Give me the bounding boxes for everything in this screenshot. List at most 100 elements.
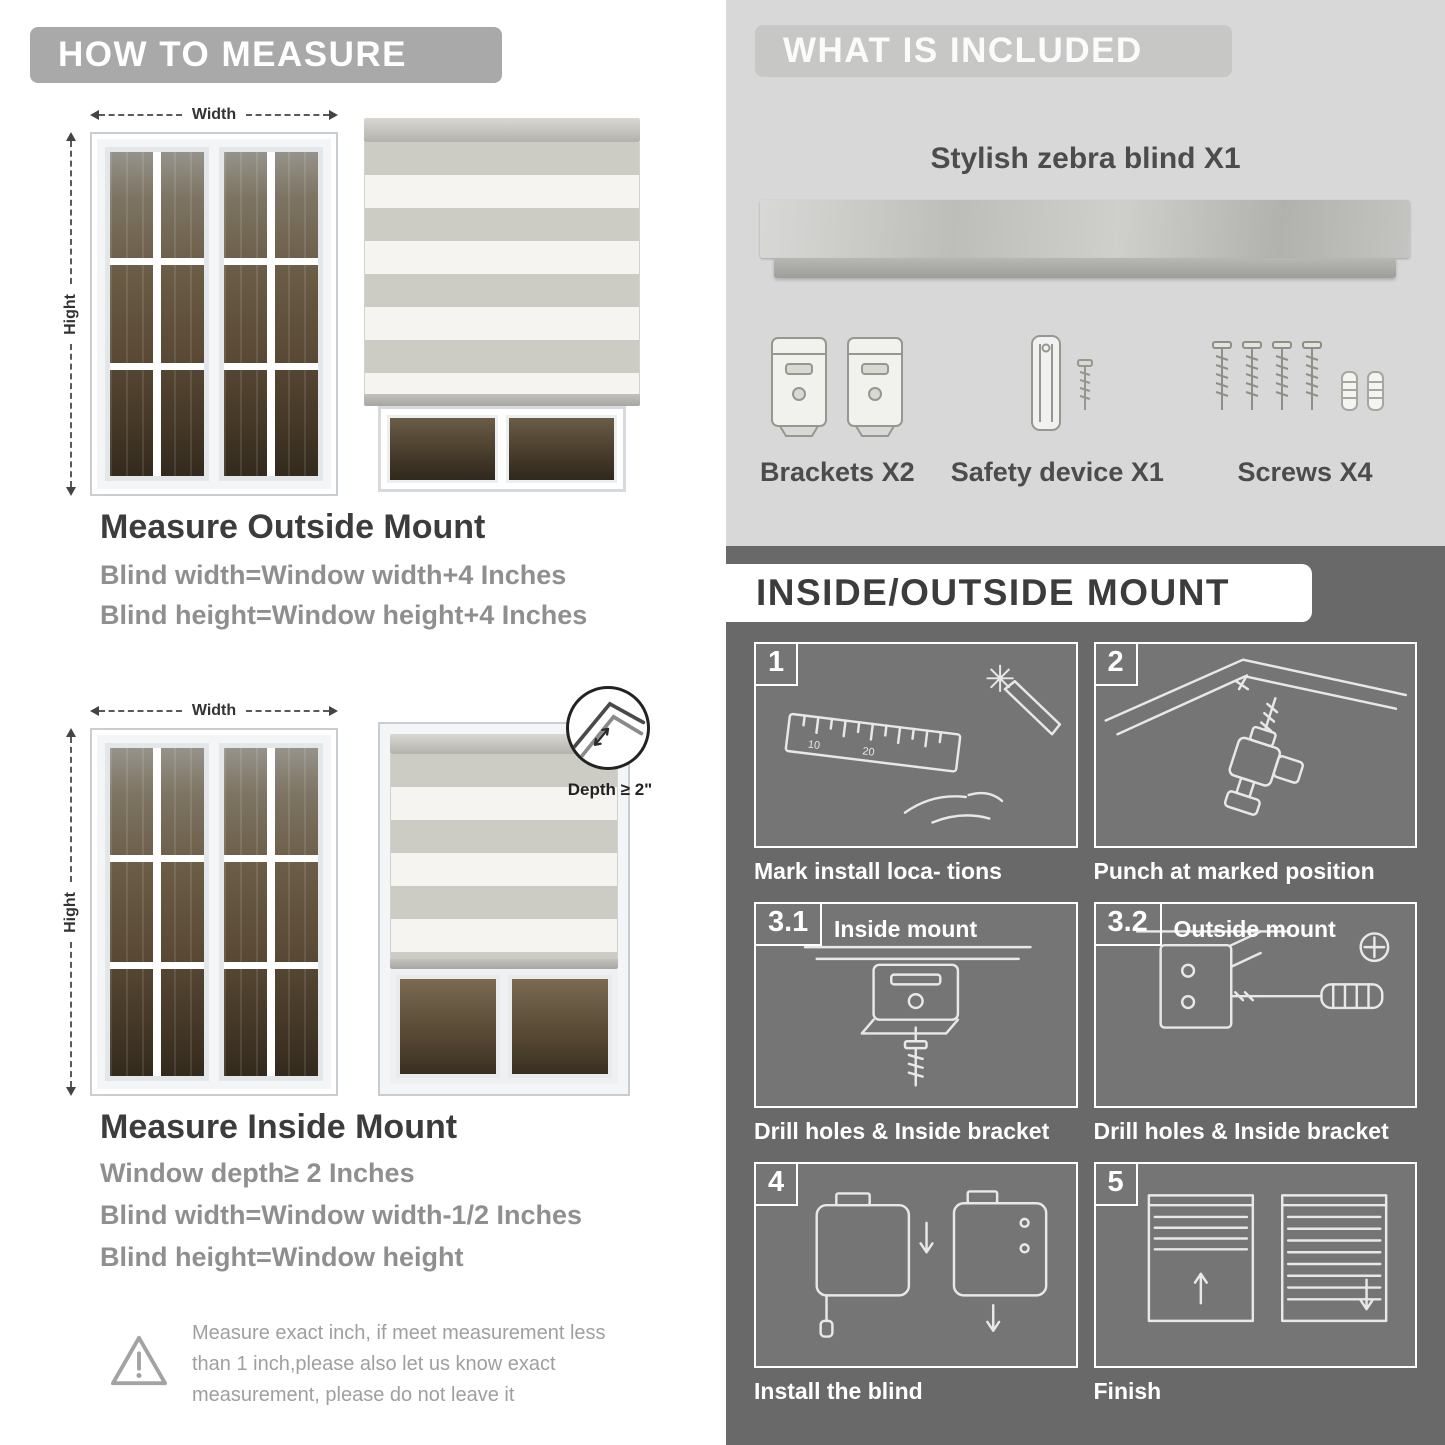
arrow-right-icon bbox=[329, 706, 338, 716]
step-number: 3.1 bbox=[756, 904, 823, 946]
step-caption: Drill holes & Inside bracket bbox=[1093, 1118, 1389, 1144]
step-caption: Install the blind bbox=[754, 1378, 923, 1404]
window-pane bbox=[506, 415, 617, 483]
step-4-panel: 4 bbox=[754, 1162, 1078, 1368]
arrow-down-icon bbox=[66, 487, 76, 496]
depth-detail-callout bbox=[566, 686, 650, 770]
arrow-up-icon bbox=[66, 132, 76, 141]
outside-formula-width: Blind width=Window width+4 Inches bbox=[100, 560, 567, 590]
window-pane bbox=[396, 975, 500, 1078]
zebra-blind-headrail-image bbox=[760, 200, 1410, 278]
inside-mount-blind-figure bbox=[378, 722, 630, 1096]
outside-mount-title: Measure Outside Mount bbox=[100, 508, 486, 546]
svg-text:10: 10 bbox=[807, 739, 820, 752]
window-below-blind bbox=[390, 969, 618, 1084]
window-illustration bbox=[90, 132, 338, 496]
width-label: Width bbox=[191, 702, 237, 719]
step-caption: Mark install loca- tions bbox=[754, 858, 1002, 884]
outside-formula-height: Blind height=Window height+4 Inches bbox=[100, 600, 588, 630]
window-corner-detail-icon bbox=[572, 701, 646, 758]
arrow-down-icon bbox=[66, 1087, 76, 1096]
step-5: 5 Fi bbox=[1093, 1162, 1417, 1406]
depth-callout-label: Depth ≥ 2" bbox=[567, 780, 653, 799]
mount-instructions-section: INSIDE/OUTSIDE MOUNT 1 bbox=[726, 546, 1445, 1445]
step-caption: Drill holes & Inside bracket bbox=[754, 1118, 1050, 1144]
step-number: 1 bbox=[756, 644, 799, 686]
height-label: Hight bbox=[62, 891, 79, 933]
step5-finish-illustration bbox=[1147, 1194, 1387, 1323]
blind-bottomrail bbox=[390, 959, 618, 969]
warning-text: Measure exact inch, if meet measurement … bbox=[192, 1322, 606, 1406]
step-caption: Punch at marked position bbox=[1093, 858, 1375, 884]
width-arrow: Width bbox=[90, 700, 338, 722]
included-item-screws: Screws X4 bbox=[1200, 330, 1410, 488]
step-4: 4 bbox=[754, 1162, 1078, 1406]
zebra-stripes bbox=[390, 754, 618, 959]
window-pane bbox=[508, 975, 612, 1078]
svg-text:20: 20 bbox=[862, 745, 875, 758]
window-sash bbox=[105, 743, 209, 1081]
step-caption: Finish bbox=[1093, 1378, 1162, 1404]
height-label: Hight bbox=[62, 293, 79, 335]
step-3-1-panel: 3.1 Inside mount bbox=[754, 902, 1078, 1108]
mount-steps-grid: 1 10 20 bbox=[754, 642, 1417, 1406]
how-to-measure-section: HOW TO MEASURE Width Hight bbox=[30, 27, 653, 1406]
step-number: 3.2 bbox=[1095, 904, 1162, 946]
safety-device-icon bbox=[1031, 335, 1094, 431]
screws-label: Screws X4 bbox=[1237, 457, 1373, 487]
window-sash bbox=[219, 147, 323, 481]
step-number: 4 bbox=[756, 1164, 799, 1206]
step1-mark-location-illustration: 10 20 bbox=[784, 664, 1062, 824]
window-sash bbox=[105, 147, 209, 481]
step-1-panel: 1 10 20 bbox=[754, 642, 1078, 848]
window-illustration bbox=[90, 728, 338, 1096]
step3-1-inside-bracket-illustration bbox=[803, 945, 1032, 1087]
step-2: 2 bbox=[1093, 642, 1417, 886]
inside-formula-depth: Window depth≥ 2 Inches bbox=[100, 1158, 415, 1188]
step2-drill-illustration bbox=[1103, 658, 1407, 816]
included-items: Brackets X2 Safety device X1 bbox=[760, 330, 1410, 488]
inside-formula-width: Blind width=Window width-1/2 Inches bbox=[100, 1200, 583, 1230]
headrail-cassette bbox=[760, 200, 1410, 258]
step4-install-blind-illustration bbox=[815, 1190, 1048, 1338]
step-3-1: 3.1 Inside mount bbox=[754, 902, 1078, 1146]
blind-bottomrail bbox=[364, 394, 640, 406]
inside-mount-title: Measure Inside Mount bbox=[100, 1108, 458, 1146]
step-number: 5 bbox=[1095, 1164, 1138, 1206]
brackets-label: Brackets X2 bbox=[760, 457, 915, 487]
step-3-2: 3.2 Outside mount bbox=[1093, 902, 1417, 1146]
step-5-panel: 5 bbox=[1093, 1162, 1417, 1368]
step-title: Outside mount bbox=[1173, 916, 1336, 942]
arrow-left-icon bbox=[90, 706, 99, 716]
window-below-blind bbox=[378, 406, 626, 492]
outside-mount-window-figure: Width Hight bbox=[58, 104, 338, 496]
height-arrow: Hight bbox=[58, 132, 84, 496]
brackets-icon bbox=[771, 337, 904, 437]
width-arrow: Width bbox=[90, 104, 338, 126]
step-1: 1 10 20 bbox=[754, 642, 1078, 886]
step-3-2-panel: 3.2 Outside mount bbox=[1093, 902, 1417, 1108]
what-is-included-header: WHAT IS INCLUDED bbox=[755, 25, 1232, 77]
step-2-panel: 2 bbox=[1093, 642, 1417, 848]
headrail-underside bbox=[774, 258, 1396, 278]
what-is-included-section: WHAT IS INCLUDED Stylish zebra blind X1 bbox=[726, 0, 1445, 546]
width-label: Width bbox=[191, 106, 237, 123]
blind-headrail bbox=[390, 734, 618, 754]
arrow-left-icon bbox=[90, 110, 99, 120]
screws-icon bbox=[1212, 341, 1384, 411]
step-number: 2 bbox=[1095, 644, 1138, 686]
inside-mount-window-figure: Width Hight bbox=[58, 700, 338, 1096]
included-item-safety-device: Safety device X1 bbox=[951, 330, 1164, 488]
blind-headrail bbox=[364, 118, 640, 142]
inside-formula-height: Blind height=Window height bbox=[100, 1242, 464, 1272]
included-item-brackets: Brackets X2 bbox=[760, 330, 915, 488]
window-sash bbox=[219, 743, 323, 1081]
warning-triangle-icon bbox=[110, 1335, 168, 1386]
safety-device-label: Safety device X1 bbox=[950, 457, 1164, 487]
mount-header: INSIDE/OUTSIDE MOUNT bbox=[726, 564, 1312, 622]
height-arrow: Hight bbox=[58, 728, 84, 1096]
product-name: Stylish zebra blind X1 bbox=[930, 142, 1241, 175]
how-to-measure-header: HOW TO MEASURE bbox=[30, 27, 502, 83]
arrow-right-icon bbox=[329, 110, 338, 120]
